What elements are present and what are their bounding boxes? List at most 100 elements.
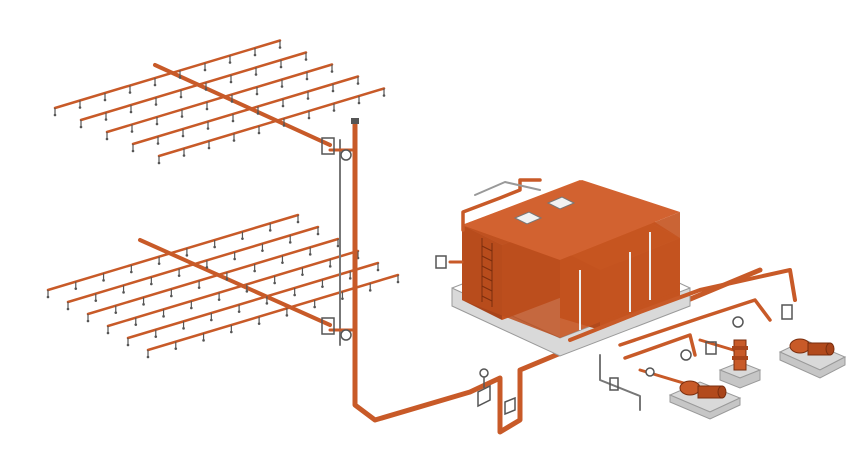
sprinkler-deflector [356,82,360,85]
sprinkler-deflector [281,261,284,264]
branch-pipe [105,63,334,134]
sprinkler-deflector [305,77,309,81]
sprinkler-deflector [301,273,304,276]
gate-valve-icon [340,149,352,161]
sprinkler-deflector [210,318,213,322]
sprinkler-deflector [154,103,158,106]
ladder-icon [481,238,493,307]
branch-line [126,261,380,347]
sprinkler-deflector [182,327,185,330]
sprinkler-deflector [321,285,324,288]
sprinkler-deflector [293,293,296,297]
branch-line [53,39,282,117]
sprinkler-deflector [336,244,340,248]
suction-header-pipe [568,268,797,342]
fire-pump-icon [778,338,847,379]
sprinkler-deflector [180,115,184,118]
sprinkler-deflector [126,343,130,347]
branch-line [46,213,300,299]
gate-valve-icon [732,316,744,328]
sprinkler-deflector [79,125,83,129]
sprinkler-deflector [368,289,372,292]
sprinkler-deflector [268,229,272,232]
sprinkler-deflector [157,262,161,265]
upper-sprinkler-grid [53,39,386,165]
branch-pipe [106,249,360,328]
check-valve-icon [609,377,619,391]
vent-pipe [461,178,542,232]
sprinkler-deflector [285,314,289,317]
sprinkler-deflector [154,335,158,338]
sprinkler-deflector [233,257,236,261]
sprinkler-deflector [162,315,165,318]
branch-pipe [86,237,340,316]
main-valve-cluster [477,368,516,416]
sprinkler-deflector [257,322,261,325]
jockey-pump-icon [718,339,762,389]
sprinkler-deflector [190,306,193,310]
sprinkler-deflector [114,311,118,314]
sprinkler-deflector [185,254,189,257]
sprinkler-deflector [179,95,183,99]
sprinkler-deflector [261,249,264,252]
gate-valve-icon [477,384,491,408]
gate-valve-icon [680,349,692,361]
sprinkler-deflector [232,139,236,142]
sprinkler-deflector [174,347,178,350]
sprinkler-deflector [74,287,78,290]
sprinkler-deflector [146,355,150,359]
branch-line [146,273,400,359]
sprinkler-deflector [128,91,132,94]
branch-pipe [46,213,300,292]
sprinkler-deflector [296,220,300,224]
branch-line [66,225,320,311]
sprinkler-deflector [280,85,284,88]
sprinkler-deflector [203,68,207,72]
sprinkler-deflector [376,268,380,272]
sprinkler-deflector [348,277,352,280]
drain-pipe [599,354,641,411]
riser-pipes [321,118,763,435]
branch-line [157,87,386,165]
branch-line [79,51,308,129]
sprinkler-deflector [170,294,173,298]
tank-block-top [462,180,680,260]
vent-pipe-gray [474,181,541,196]
sprinkler-deflector [330,70,334,73]
branch-pipe [53,39,282,110]
check-valve-icon [321,137,335,155]
sprinkler-deflector [331,89,335,93]
sprinkler-deflector [202,339,205,342]
sprinkler-deflector [253,53,257,57]
sprinkler-deflector [130,270,133,274]
sprinkler-deflector [94,299,98,302]
sprinkler-deflector [86,319,90,323]
check-valve-icon [504,396,516,416]
sprinkler-deflector [157,161,161,165]
sprinkler-deflector [182,154,186,157]
sprinkler-deflector [122,291,125,294]
riser-cap-icon [351,118,359,124]
sprinkler-deflector [341,297,344,300]
sprinkler-deflector [153,83,157,87]
branch-pipe [66,225,320,304]
sprinkler-deflector [279,65,283,69]
cross-main-pipe [153,63,332,147]
sprinkler-deflector [131,149,135,153]
sprinkler-deflector [78,106,82,109]
sprinkler-deflector [282,124,286,127]
sprinkler-deflector [197,286,201,289]
sprinkler-deflector [105,137,109,141]
sprinkler-deflector [245,290,249,293]
sprinkler-deflector [102,279,105,282]
upper-riser-valve-set [321,118,359,161]
sprinkler-deflector [155,122,159,126]
sprinkler-deflector [306,97,310,100]
sprinkler-deflector [316,232,320,236]
sprinkler-deflector [205,107,209,111]
jockey-feed-pipe [623,333,697,360]
sprinkler-deflector [106,331,110,335]
sprinkler-deflector [281,104,285,108]
sprinkler-deflector [177,274,181,277]
sprinkler-deflector [229,80,233,84]
